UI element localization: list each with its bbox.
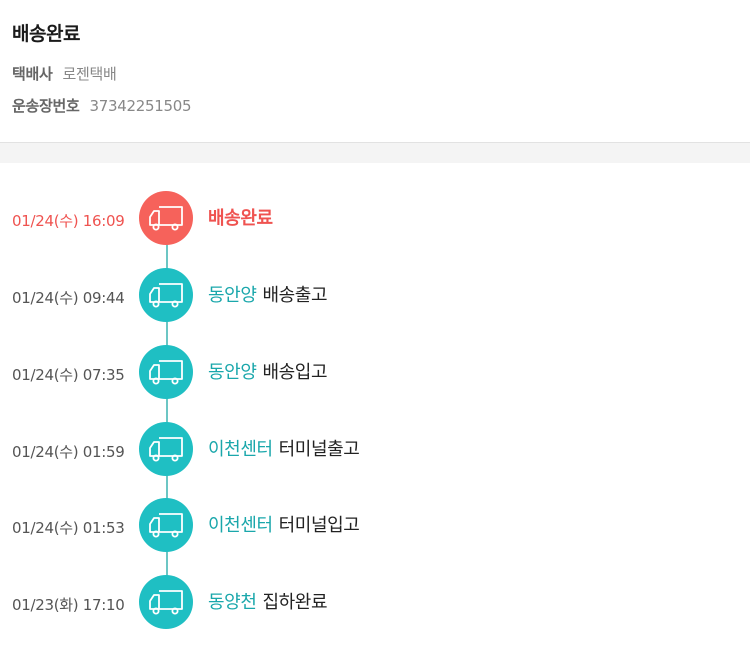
event-location: 이천센터 (208, 439, 273, 460)
tracking-number: 37342251505 (89, 97, 192, 115)
event-time: 01/24(수) 01:53 (12, 519, 125, 537)
timeline-line (166, 216, 168, 601)
truck-icon (139, 191, 193, 245)
truck-icon (139, 345, 193, 399)
truck-icon (139, 498, 193, 552)
tracking-label: 운송장번호 (12, 97, 80, 115)
event-action: 터미널입고 (278, 515, 360, 536)
event-location: 동양천 (208, 592, 257, 613)
courier-label: 택배사 (12, 65, 53, 83)
courier-value: 로젠택배 (62, 65, 117, 83)
page-title: 배송완료 (12, 23, 80, 45)
event-action: 배송출고 (262, 285, 328, 306)
truck-icon (139, 268, 193, 322)
event-location: 동안양 (208, 285, 257, 306)
event-location: 이천센터 (208, 515, 273, 536)
event-location: 배송완료 (208, 208, 273, 229)
timeline-event: 01/24(수) 16:09 배송완료 (0, 191, 750, 247)
event-time: 01/24(수) 07:35 (12, 366, 125, 384)
event-action: 배송입고 (262, 362, 328, 383)
delivery-summary: 배송완료 택배사 로젠택배 운송장번호 37342251505 (0, 0, 750, 143)
event-time: 01/24(수) 01:59 (12, 443, 125, 461)
courier-row: 택배사 로젠택배 (12, 63, 117, 84)
truck-icon (139, 575, 193, 629)
tracking-row: 운송장번호 37342251505 (12, 95, 192, 116)
section-divider (0, 143, 750, 163)
truck-icon (139, 422, 193, 476)
event-action: 집하완료 (262, 592, 328, 613)
event-time: 01/24(수) 09:44 (12, 289, 125, 307)
event-action: 터미널출고 (278, 439, 360, 460)
event-location: 동안양 (208, 362, 257, 383)
event-time: 01/23(화) 17:10 (12, 596, 125, 614)
event-status: 배송완료 (208, 204, 273, 230)
event-time: 01/24(수) 16:09 (12, 212, 125, 230)
